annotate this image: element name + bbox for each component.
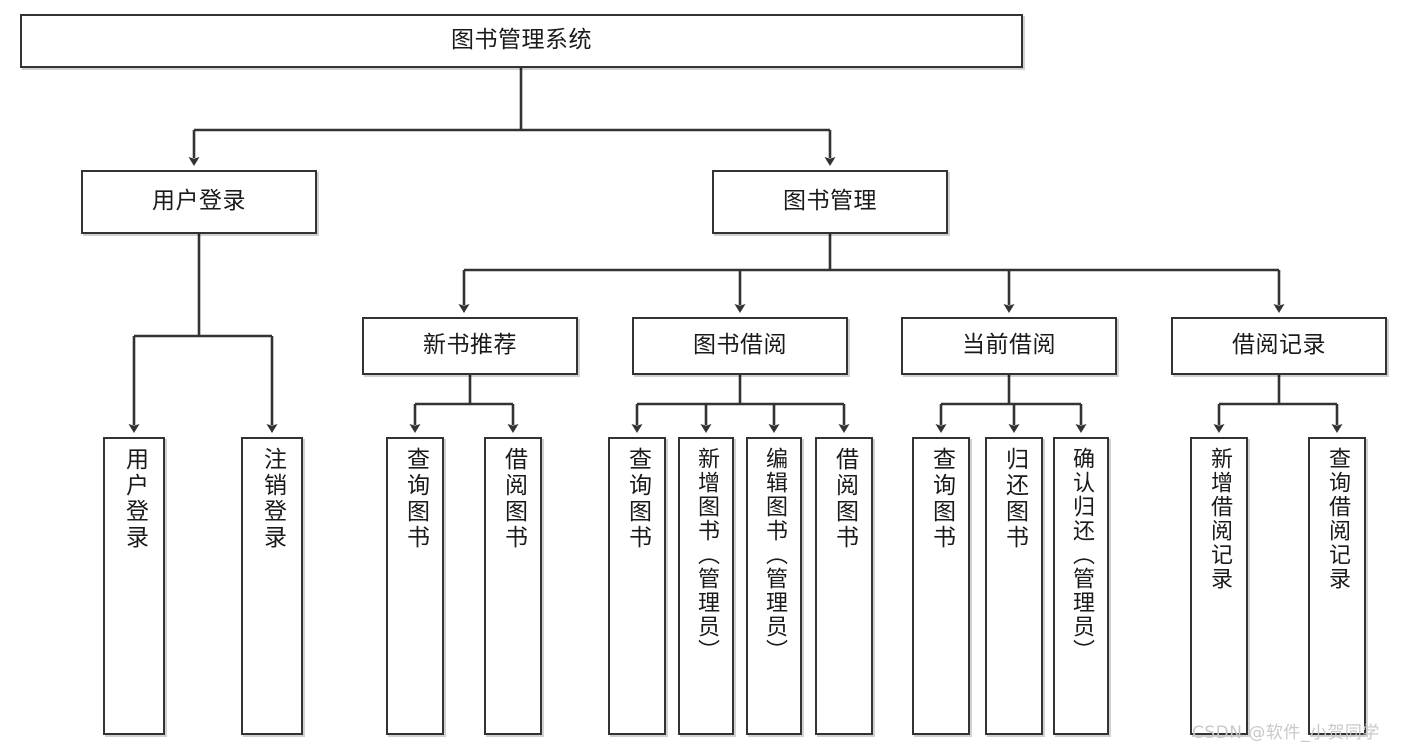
node-root[interactable]: 图书管理系统 (20, 14, 1023, 68)
node-leaf-query-book-1[interactable]: 查询图书 (386, 437, 444, 735)
node-borrow-record[interactable]: 借阅记录 (1171, 317, 1387, 375)
node-leaf-add-record[interactable]: 新增借阅记录 (1190, 437, 1248, 735)
node-new-book-rec-label: 新书推荐 (423, 332, 517, 359)
node-leaf-query-record[interactable]: 查询借阅记录 (1308, 437, 1366, 735)
node-leaf-query-book-2-label: 查询图书 (624, 447, 651, 551)
node-current-borrow-label: 当前借阅 (962, 332, 1056, 359)
edge-newbook-to-leaves (409, 375, 519, 433)
node-leaf-logout[interactable]: 注销登录 (241, 437, 303, 735)
node-leaf-return-book[interactable]: 归还图书 (985, 437, 1043, 735)
node-leaf-query-book-3-label: 查询图书 (928, 447, 955, 551)
node-leaf-add-book-label: 新增图书（管理员） (694, 447, 719, 663)
node-user-login-label: 用户登录 (152, 188, 246, 215)
node-book-manage[interactable]: 图书管理 (712, 170, 948, 234)
node-current-borrow[interactable]: 当前借阅 (901, 317, 1117, 375)
edge-booklogin-to-leaves (128, 234, 278, 433)
node-leaf-user-login-label: 用户登录 (121, 447, 148, 551)
node-leaf-return-book-label: 归还图书 (1001, 447, 1028, 551)
node-borrow-record-label: 借阅记录 (1232, 332, 1326, 359)
node-leaf-edit-book[interactable]: 编辑图书（管理员） (746, 437, 802, 735)
node-leaf-borrow-book-1-label: 借阅图书 (500, 447, 527, 551)
node-book-borrow-label: 图书借阅 (693, 332, 787, 359)
node-leaf-edit-book-label: 编辑图书（管理员） (762, 447, 787, 663)
node-leaf-query-book-1-label: 查询图书 (402, 447, 429, 551)
csdn-watermark: CSDN @软件_小贺同学 (1192, 723, 1380, 743)
node-book-borrow[interactable]: 图书借阅 (632, 317, 848, 375)
node-leaf-borrow-book-1[interactable]: 借阅图书 (484, 437, 542, 735)
node-leaf-query-book-3[interactable]: 查询图书 (912, 437, 970, 735)
node-root-label: 图书管理系统 (451, 27, 592, 54)
node-leaf-user-login[interactable]: 用户登录 (103, 437, 165, 735)
node-book-manage-label: 图书管理 (783, 188, 877, 215)
node-leaf-logout-label: 注销登录 (259, 447, 286, 551)
node-new-book-rec[interactable]: 新书推荐 (362, 317, 578, 375)
node-leaf-borrow-book-2[interactable]: 借阅图书 (815, 437, 873, 735)
node-leaf-confirm-return-label: 确认归还（管理员） (1069, 447, 1094, 663)
node-leaf-confirm-return[interactable]: 确认归还（管理员） (1053, 437, 1109, 735)
node-leaf-query-book-2[interactable]: 查询图书 (608, 437, 666, 735)
edge-bookmanage-to-level3 (458, 234, 1285, 313)
node-leaf-query-record-label: 查询借阅记录 (1325, 447, 1350, 591)
node-user-login[interactable]: 用户登录 (81, 170, 317, 234)
node-leaf-add-book[interactable]: 新增图书（管理员） (678, 437, 734, 735)
node-leaf-borrow-book-2-label: 借阅图书 (831, 447, 858, 551)
edge-currentborrow-to-leaves (935, 375, 1087, 433)
node-leaf-add-record-label: 新增借阅记录 (1207, 447, 1232, 591)
edge-root-to-level2 (188, 68, 836, 166)
edge-borrowrecord-to-leaves (1213, 375, 1343, 433)
edge-bookborrow-to-leaves (631, 375, 850, 433)
